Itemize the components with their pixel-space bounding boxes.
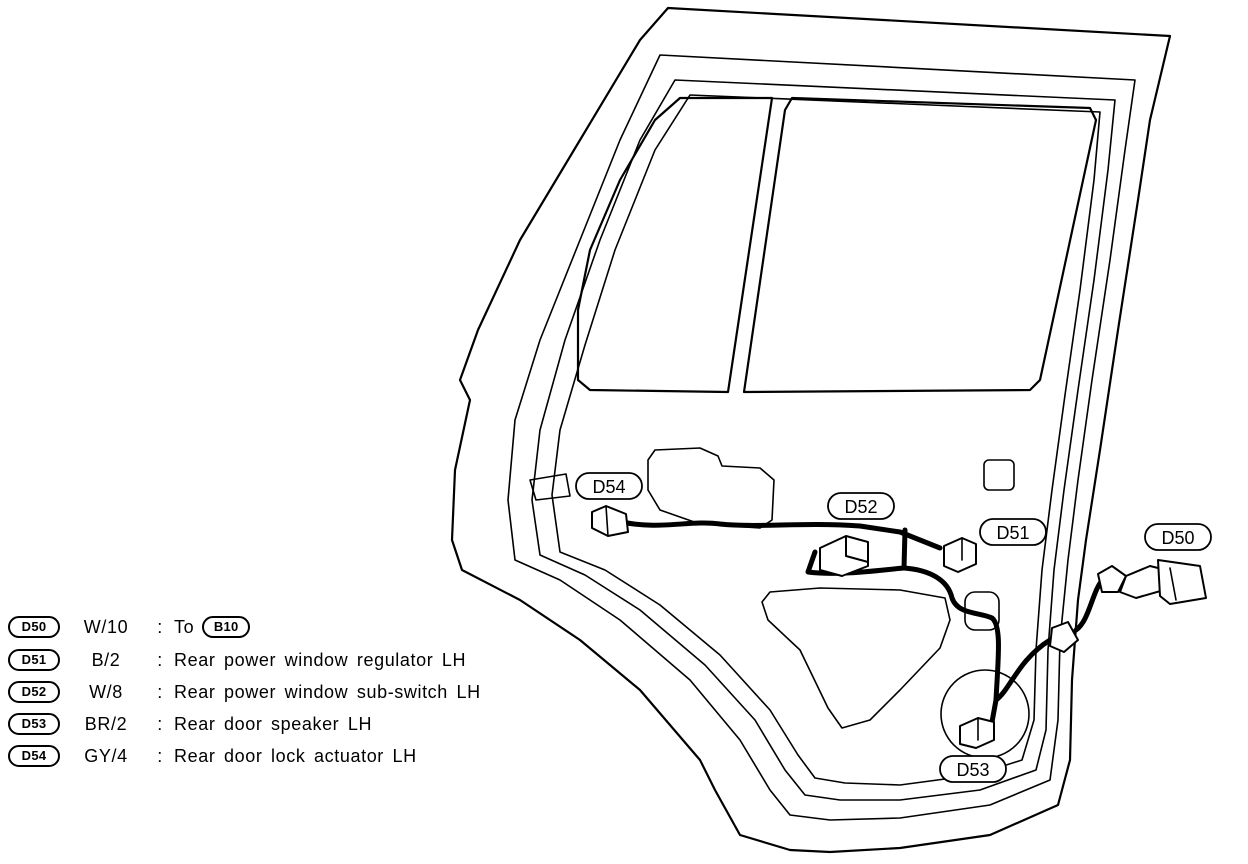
callout-d50-text: D50 (1161, 528, 1194, 548)
callout-d51-text: D51 (996, 523, 1029, 543)
separator: : (157, 616, 163, 637)
callout-d52-text: D52 (844, 497, 877, 517)
callout-d53: D53 (939, 755, 1007, 783)
front-window-opening (576, 96, 774, 394)
connector-description: Rear power window sub-switch LH (174, 681, 481, 702)
callout-d52: D52 (827, 492, 895, 520)
reference-badge: B10 (202, 616, 251, 638)
door-inner-contour-1 (507, 54, 1136, 821)
door-inner-contour-2 (531, 79, 1116, 801)
wire-spec: B/2 (91, 649, 121, 670)
harness-to-grommet (993, 633, 1073, 703)
harness-branch-d52 (805, 527, 908, 576)
wire-spec: BR/2 (84, 713, 128, 734)
harness-main (619, 519, 943, 551)
callout-d51: D51 (979, 518, 1047, 546)
grommet (1049, 621, 1079, 653)
legend-row-d54: D54 GY/4 : Rear door lock actuator LH (8, 743, 417, 769)
separator: : (157, 713, 163, 734)
callout-d54: D54 (575, 472, 643, 500)
connector-description: Rear power window regulator LH (174, 649, 467, 670)
door-edge-tab (529, 473, 571, 501)
d54-connector (591, 505, 629, 537)
door-inner-contour-3 (551, 94, 1101, 786)
handle-recess (647, 447, 775, 529)
connector-badge: D53 (8, 713, 60, 735)
separator: : (157, 681, 163, 702)
harness-lower (901, 565, 1001, 725)
legend-row-d53: D53 BR/2 : Rear door speaker LH (8, 711, 372, 737)
d50-connector (1097, 559, 1207, 605)
connector-description: Rear door speaker LH (174, 713, 373, 734)
legend-row-d50: D50 W/10 : To B10 (8, 614, 251, 640)
connector-description: To (174, 616, 195, 637)
wire-spec: W/10 (83, 616, 129, 637)
separator: : (157, 745, 163, 766)
wire-spec: GY/4 (84, 745, 128, 766)
d53-connector (959, 717, 995, 749)
callout-d50: D50 (1144, 523, 1212, 551)
rear-window-opening (742, 96, 1098, 394)
connector-description: Rear door lock actuator LH (174, 745, 417, 766)
legend-row-d52: D52 W/8 : Rear power window sub-switch L… (8, 679, 481, 705)
wire-spec: W/8 (89, 681, 123, 702)
door-outer-outline (450, 6, 1172, 854)
legend-row-d51: D51 B/2 : Rear power window regulator LH (8, 647, 466, 673)
connector-badge: D54 (8, 745, 60, 767)
connector-badge: D51 (8, 649, 60, 671)
separator: : (157, 649, 163, 670)
lower-panel-opening (761, 587, 951, 729)
d51-connector (943, 537, 977, 573)
callout-d54-text: D54 (592, 477, 625, 497)
connector-badge: D50 (8, 616, 60, 638)
callout-d53-text: D53 (956, 760, 989, 780)
service-hole-small (983, 459, 1015, 491)
d52-connector (819, 535, 869, 577)
connector-badge: D52 (8, 681, 60, 703)
